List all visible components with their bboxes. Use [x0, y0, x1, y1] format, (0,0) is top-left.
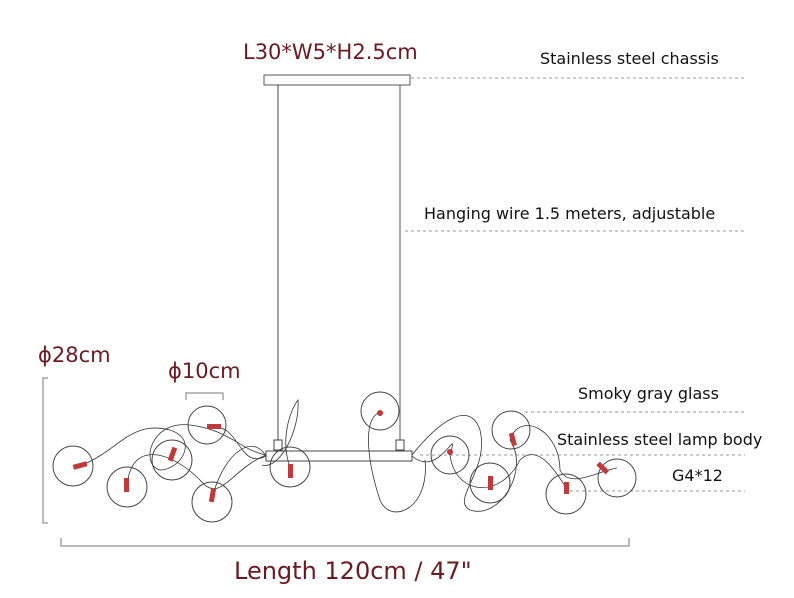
flexible-arms	[79, 398, 618, 513]
chassis-label: Stainless steel chassis	[540, 49, 719, 68]
lamp-body-label: Stainless steel lamp body	[557, 430, 763, 449]
bulbs-label: G4*12	[672, 466, 723, 485]
dimension-lines	[42, 377, 630, 547]
wire-label: Hanging wire 1.5 meters, adjustable	[424, 204, 716, 223]
glass-globes	[52, 391, 637, 523]
leader-lines	[405, 77, 745, 492]
height-dimension: ϕ28cm	[38, 343, 111, 367]
g4-bulbs	[72, 410, 610, 503]
length-dimension: Length 120cm / 47"	[234, 557, 472, 585]
glass-label: Smoky gray glass	[578, 384, 719, 403]
canopy	[263, 74, 411, 86]
globe-dimension: ϕ10cm	[168, 359, 241, 383]
canopy-dimension: L30*W5*H2.5cm	[243, 40, 418, 64]
